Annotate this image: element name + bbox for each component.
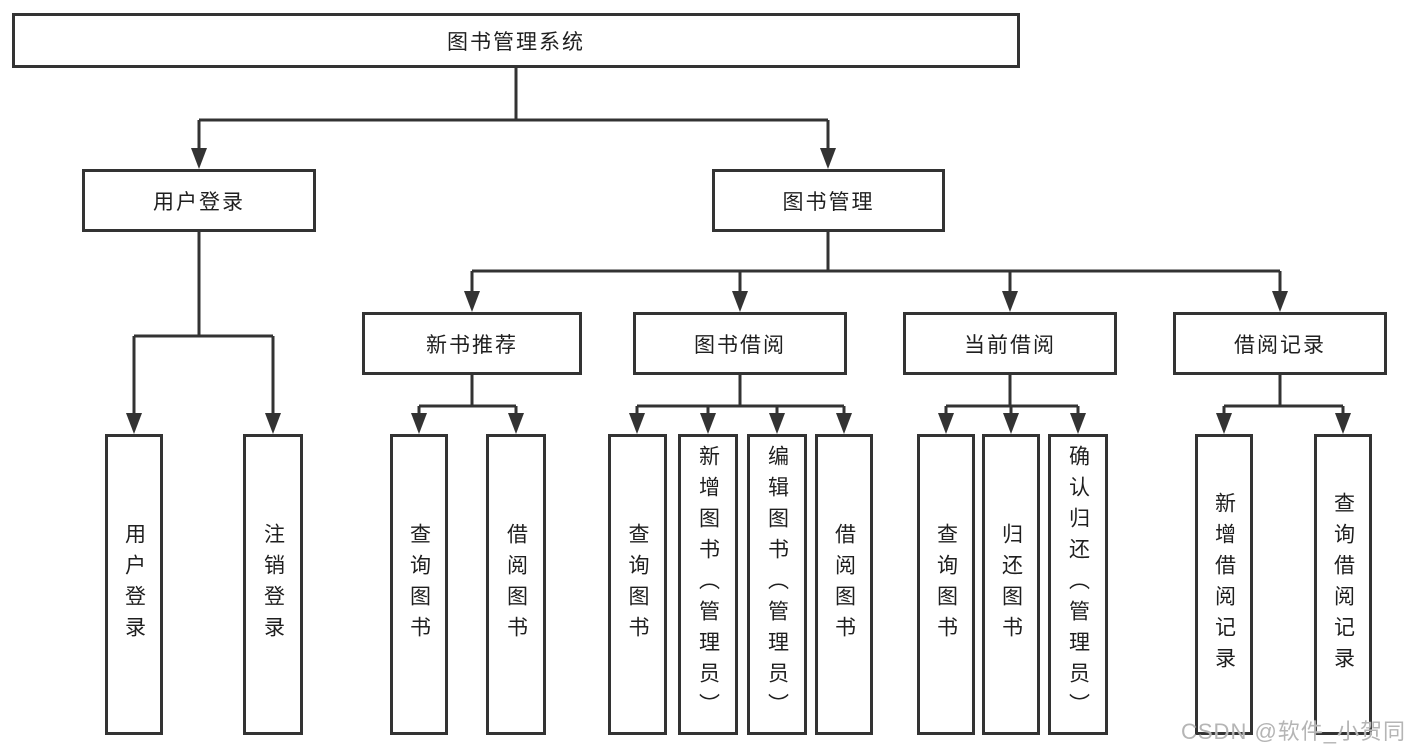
leaf-query-books-borrowing: 查询图书	[608, 434, 667, 735]
arrowhead	[732, 291, 748, 312]
watermark: CSDN @软件_小贺同学	[1181, 719, 1405, 744]
arrowhead	[1002, 291, 1018, 312]
arrowhead	[1216, 413, 1232, 434]
leaf-add-borrow-record: 新增借阅记录	[1195, 434, 1253, 735]
node-current-borrowing: 当前借阅	[903, 312, 1117, 375]
arrowhead	[191, 148, 207, 169]
node-new-book-recommend: 新书推荐	[362, 312, 582, 375]
node-book-borrowing: 图书借阅	[633, 312, 847, 375]
arrowhead	[411, 413, 427, 434]
edge-borrowing-records-to-leaves	[1222, 375, 1345, 418]
arrowhead	[126, 413, 142, 434]
leaf-borrow-books-recommend: 借阅图书	[486, 434, 546, 735]
arrowhead	[700, 413, 716, 434]
arrowhead	[464, 291, 480, 312]
arrowhead	[508, 413, 524, 434]
leaf-edit-books-admin: 编辑图书（管理员）	[747, 434, 807, 735]
leaf-query-books-recommend: 查询图书	[390, 434, 448, 735]
edge-book-borrowing-to-leaves	[635, 375, 846, 418]
edge-current-borrowing-to-leaves	[944, 375, 1080, 418]
arrowhead	[1070, 413, 1086, 434]
edge-new-book-recommend-to-leaves	[417, 375, 518, 418]
leaf-query-books-current: 查询图书	[917, 434, 975, 735]
arrowhead	[1003, 413, 1019, 434]
arrowhead	[1335, 413, 1351, 434]
node-borrowing-records: 借阅记录	[1173, 312, 1387, 375]
leaf-query-borrow-record: 查询借阅记录	[1314, 434, 1372, 735]
node-user-login: 用户登录	[82, 169, 316, 232]
arrowhead	[629, 413, 645, 434]
leaf-confirm-return-admin: 确认归还（管理员）	[1048, 434, 1108, 735]
leaf-borrow-books-borrowing: 借阅图书	[815, 434, 873, 735]
node-book-management: 图书管理	[712, 169, 945, 232]
arrowhead	[836, 413, 852, 434]
arrowhead	[820, 148, 836, 169]
leaf-add-books-admin: 新增图书（管理员）	[678, 434, 738, 735]
edge-user-login-to-leaves	[132, 232, 275, 418]
arrowhead	[265, 413, 281, 434]
leaf-user-login-action: 用户登录	[105, 434, 163, 735]
node-library-management-system: 图书管理系统	[12, 13, 1020, 68]
arrowhead	[1272, 291, 1288, 312]
leaf-logout-action: 注销登录	[243, 434, 303, 735]
edge-root-to-level2	[197, 68, 830, 153]
leaf-return-books: 归还图书	[982, 434, 1040, 735]
arrowhead	[938, 413, 954, 434]
edge-book-management-to-level3	[470, 232, 1282, 296]
arrowhead	[769, 413, 785, 434]
